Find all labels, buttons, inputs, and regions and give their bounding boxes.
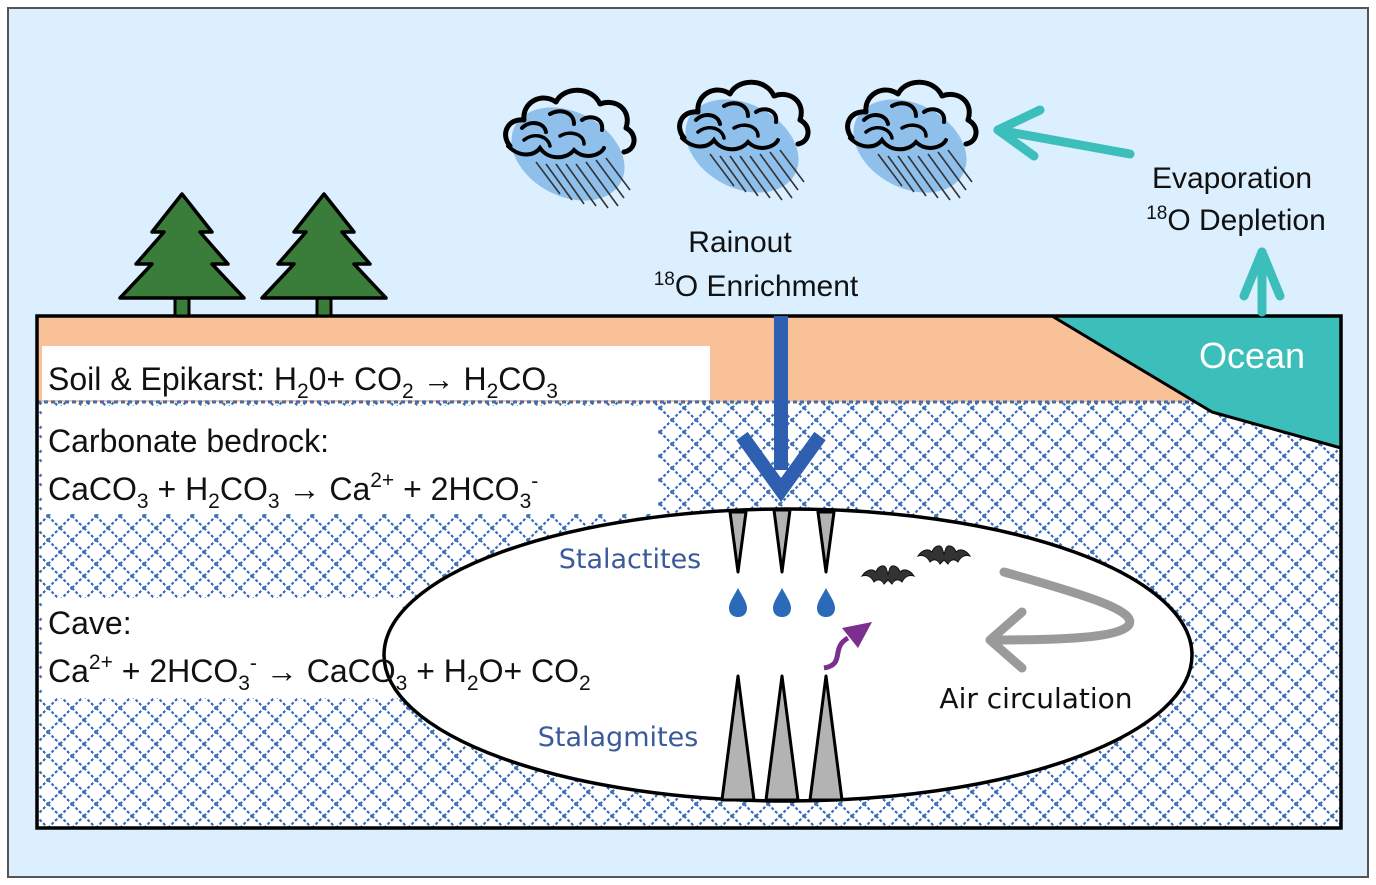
evaporation-arrow-left [993, 105, 1135, 161]
rainout-enrichment-label: 18O Enrichment [654, 269, 859, 303]
stalagmites [720, 674, 844, 802]
air-circulation-label: Air circulation [939, 682, 1132, 715]
infiltration-arrow [736, 316, 826, 502]
evaporation-arrow-up [1239, 247, 1285, 317]
ocean-label: Ocean [1199, 335, 1305, 376]
bedrock-heading: Carbonate bedrock: [48, 423, 329, 459]
cave-label-box [42, 598, 402, 698]
soil-equation: Soil & Epikarst: H20+ CO2 → H2CO3 [48, 361, 558, 403]
stalactites [728, 508, 836, 574]
stalactite [728, 510, 748, 574]
stalactite [772, 508, 792, 574]
ground-outline [35, 314, 1343, 830]
stalactites-label: Stalactites [559, 544, 702, 575]
evaporation-label: Evaporation [1152, 162, 1312, 195]
bedrock-equation: CaCO3 + H2CO3 → Ca2+ + 2HCO3- [48, 469, 538, 513]
air-circulation-arrow [985, 567, 1135, 673]
rainout-label: Rainout [688, 226, 792, 259]
cave-equation: Ca2+ + 2HCO3- → CaCO3 + H2O+ CO2 [48, 651, 591, 695]
stalagmites-label: Stalagmites [538, 722, 699, 753]
evaporation-depletion-label: 18O Depletion [1146, 203, 1326, 237]
bedrock-label-box [42, 406, 658, 514]
stalagmite [764, 674, 800, 802]
stalagmite [720, 674, 756, 802]
cave-heading: Cave: [48, 605, 132, 641]
stalactite [816, 510, 836, 574]
soil-label-box [42, 346, 710, 400]
stalagmite [808, 674, 844, 802]
co2-release-arrow [823, 622, 872, 671]
